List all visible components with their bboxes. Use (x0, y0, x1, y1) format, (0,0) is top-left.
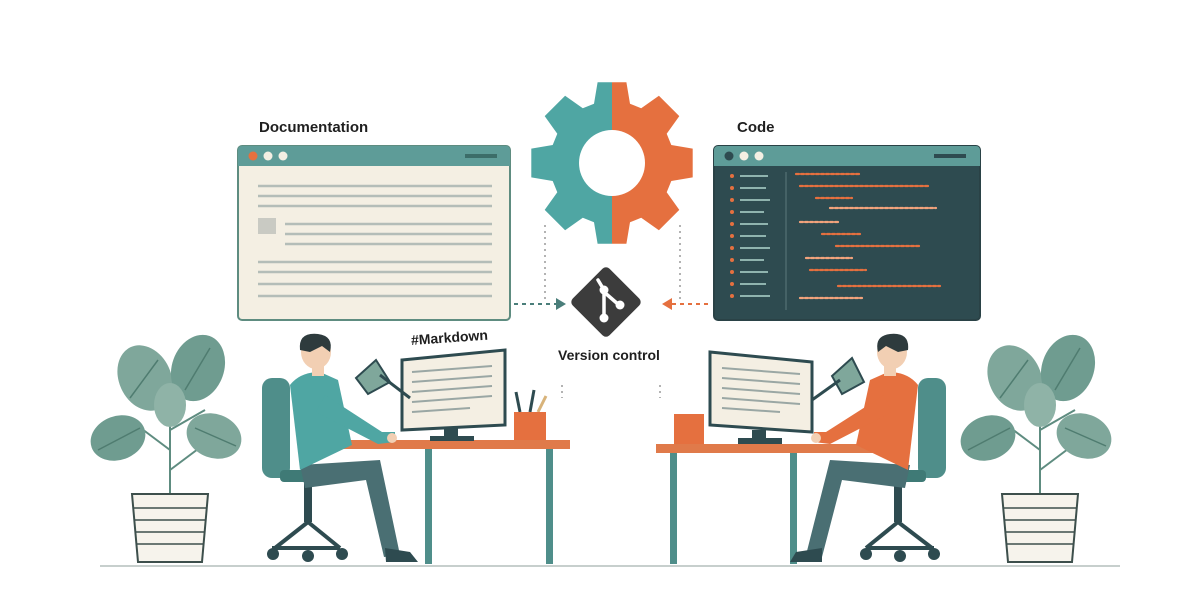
connector-lines (544, 225, 681, 398)
right-cup (674, 414, 704, 444)
plant-right (960, 334, 1112, 563)
right-desk (656, 444, 888, 564)
right-desk-lamp (811, 356, 866, 402)
documentation-window (237, 145, 511, 321)
gear-orange-half (612, 82, 693, 244)
doc-to-git-arrow (514, 298, 566, 310)
documentation-label: Documentation (259, 119, 369, 136)
window-min-dot (263, 151, 273, 161)
left-desk (340, 440, 570, 564)
code-to-git-arrow (662, 298, 712, 310)
gear-teal-half (531, 82, 612, 244)
plant-left (90, 334, 242, 563)
window-close-dot (248, 151, 258, 161)
right-person (790, 333, 946, 562)
left-pencil-cup (514, 389, 548, 440)
git-icon (571, 267, 641, 337)
version-control-label: Version control (558, 347, 660, 363)
gear-icon (531, 82, 693, 244)
code-label: Code (737, 119, 775, 136)
right-monitor (708, 350, 814, 444)
left-desk-lamp (354, 358, 411, 400)
code-window (713, 145, 981, 321)
left-person (262, 333, 418, 562)
left-monitor (400, 348, 507, 441)
window-max-dot (278, 151, 288, 161)
